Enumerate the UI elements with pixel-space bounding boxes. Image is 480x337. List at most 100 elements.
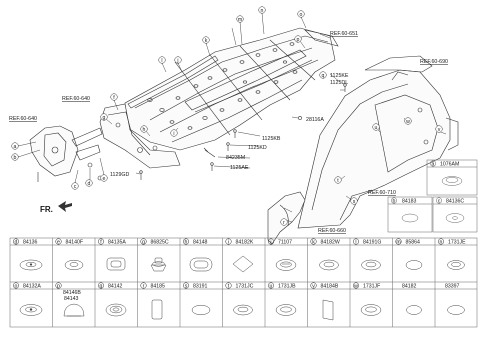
plug-icon <box>401 213 419 223</box>
ref-label-710: REF.60-710 <box>368 190 396 196</box>
svg-text:r: r <box>283 220 285 226</box>
legend-cell-o: o 84132A <box>12 282 41 289</box>
svg-text:s: s <box>353 199 356 205</box>
svg-text:84132A: 84132A <box>23 283 41 289</box>
callout-w: w <box>404 117 412 125</box>
legend-cell-a <box>426 159 478 196</box>
legend-cell-w: w 1731JF <box>352 282 380 289</box>
svg-text:p: p <box>297 37 300 43</box>
svg-text:n: n <box>261 8 264 14</box>
svg-text:o: o <box>15 283 18 289</box>
svg-text:84136C: 84136C <box>446 198 464 204</box>
svg-text:f: f <box>100 239 102 245</box>
front-side-member-drawing <box>29 125 103 182</box>
plug-icon <box>275 304 297 316</box>
svg-text:e: e <box>57 239 60 245</box>
diagram-callouts: a b c d e f g h i j k l m n o p q r s t … <box>11 6 443 226</box>
legend-cell-u: u 1731JB <box>267 282 296 289</box>
svg-text:84182K: 84182K <box>236 239 254 245</box>
svg-text:a: a <box>432 161 435 167</box>
svg-text:w: w <box>406 119 410 125</box>
svg-text:w: w <box>354 283 358 289</box>
svg-text:84185: 84185 <box>151 283 166 289</box>
svg-text:84182: 84182 <box>402 283 417 289</box>
svg-text:d: d <box>88 181 91 187</box>
ref-label-651: REF.60-651 <box>330 31 358 37</box>
pad-icon <box>322 299 334 321</box>
svg-text:h: h <box>185 239 188 245</box>
callout-c: c <box>71 182 79 190</box>
svg-text:85864: 85864 <box>406 239 421 245</box>
svg-text:u: u <box>375 125 378 131</box>
legend-cell-c <box>432 196 478 233</box>
plug-icon <box>275 259 297 271</box>
callout-q: q <box>319 71 327 79</box>
plug-icon <box>191 304 211 316</box>
svg-text:h: h <box>143 127 146 133</box>
legend-cell-84182: 84182 <box>402 283 417 289</box>
svg-text:84182W: 84182W <box>321 239 340 245</box>
legend-cell-r: r 84185 <box>140 282 166 289</box>
part-label-1125kb: 1125KB <box>262 136 281 142</box>
svg-text:84183: 84183 <box>402 198 417 204</box>
callout-v: v <box>435 125 443 133</box>
svg-text:1731JF: 1731JF <box>363 283 380 289</box>
oval-plug-icon <box>189 257 213 272</box>
callout-o: o <box>297 10 305 18</box>
svg-text:t: t <box>228 283 230 289</box>
part-label-1125ae: 1125AE <box>230 165 249 171</box>
legend-cell-f: f 84135A <box>97 238 126 245</box>
threaded-plug-icon <box>105 303 127 317</box>
rectangular-plug-icon <box>106 257 126 271</box>
svg-text:83191: 83191 <box>193 283 208 289</box>
callout-f: f <box>110 93 118 101</box>
svg-text:j: j <box>176 58 178 64</box>
ref-label-640b: REF.60-640 <box>9 116 37 122</box>
callout-t: t <box>334 176 342 184</box>
svg-text:r: r <box>143 283 145 289</box>
svg-text:84148: 84148 <box>193 239 208 245</box>
svg-text:k: k <box>205 38 208 44</box>
svg-text:84143: 84143 <box>64 296 79 302</box>
svg-text:a: a <box>14 144 17 150</box>
svg-text:f: f <box>113 95 115 101</box>
plug-icon <box>447 305 465 315</box>
grommet-icon <box>150 264 167 272</box>
plug-icon <box>361 259 381 271</box>
svg-text:u: u <box>270 283 273 289</box>
callout-l: l <box>158 56 166 64</box>
callout-b: b <box>11 153 19 161</box>
svg-text:1731JE: 1731JE <box>448 239 466 245</box>
svg-text:q: q <box>322 73 325 79</box>
svg-text:v: v <box>438 127 441 133</box>
legend-right: a 1076AM b 84183 c 84136C <box>387 159 478 233</box>
plug-icon <box>447 260 465 270</box>
plug-icon <box>19 259 43 271</box>
diamond-pad-icon <box>232 255 254 273</box>
svg-text:84135A: 84135A <box>108 239 126 245</box>
svg-text:1731JB: 1731JB <box>278 283 296 289</box>
ref-label-640a: REF.60-640 <box>62 96 90 102</box>
svg-text:g: g <box>103 115 106 121</box>
legend-cell-t: t 1731JC <box>225 282 254 289</box>
svg-text:1731JC: 1731JC <box>236 283 254 289</box>
part-label-1125ke: 1125KE <box>330 73 349 79</box>
legend-cell-83397: 83397 <box>445 283 460 289</box>
svg-text:q: q <box>100 283 103 289</box>
floor-holes <box>147 42 298 130</box>
callout-e: e <box>100 174 108 182</box>
reference-labels: REF.60-651 REF.60-690 REF.60-640 REF.60-… <box>9 31 448 234</box>
svg-text:b: b <box>14 155 17 161</box>
fr-label: FR. <box>40 205 53 214</box>
callout-s: s <box>350 197 358 205</box>
svg-text:71107: 71107 <box>278 239 292 245</box>
